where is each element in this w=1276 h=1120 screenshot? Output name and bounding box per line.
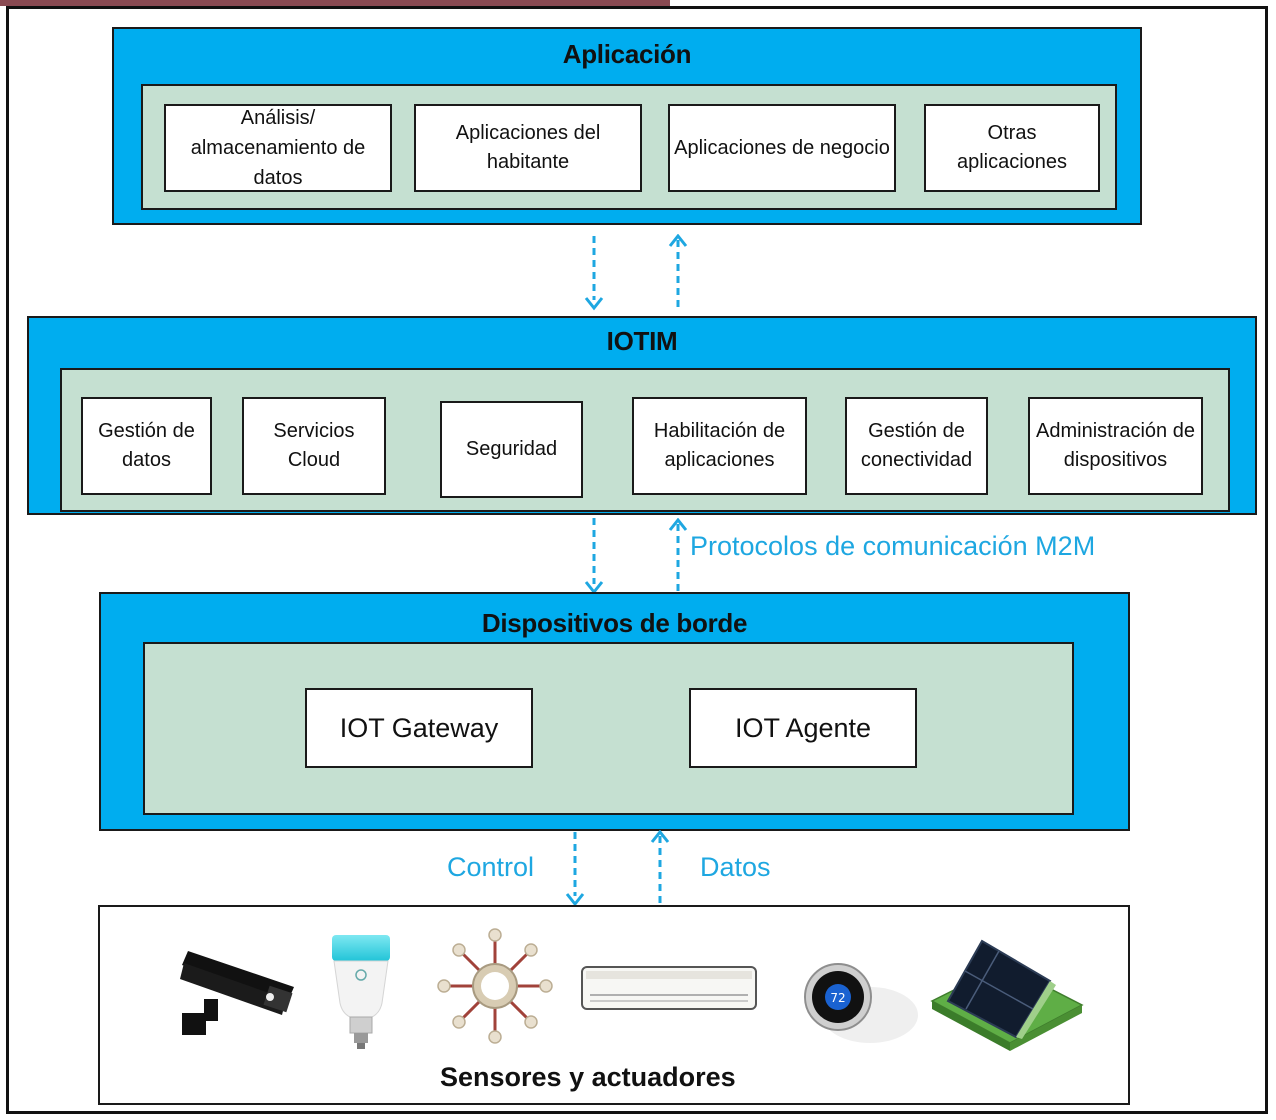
up-arrow-edge-iotim	[668, 518, 688, 592]
module-analysis-storage: Análisis/ almacenamiento de datos	[164, 104, 392, 192]
iotim-inner-panel: Gestión de datos Servicios Cloud Segurid…	[60, 368, 1230, 512]
edge-devices-layer: Dispositivos de borde IOT Gateway IOT Ag…	[99, 592, 1130, 831]
module-iot-agent: IOT Agente	[689, 688, 917, 768]
control-label: Control	[447, 852, 535, 882]
sensors-actuators-title: Sensores y actuadores	[440, 1062, 736, 1092]
sun-sensor-icon	[437, 928, 553, 1044]
module-resident-apps: Aplicaciones del habitante	[414, 104, 642, 192]
module-connectivity-management: Gestión de conectividad	[845, 397, 988, 495]
module-data-management: Gestión de datos	[81, 397, 212, 495]
application-title: Aplicación	[562, 39, 692, 69]
solar-panel-icon	[930, 939, 1084, 1051]
edge-inner-panel: IOT Gateway IOT Agente	[143, 642, 1074, 815]
m2m-protocols-label: Protocolos de comunicación M2M	[690, 531, 1096, 561]
thermostat-icon: 72	[804, 963, 918, 1043]
module-security: Seguridad	[440, 401, 583, 498]
module-device-administration: Administración de dispositivos	[1028, 397, 1203, 495]
data-label: Datos	[700, 852, 771, 882]
module-app-enablement: Habilitación de aplicaciones	[632, 397, 807, 495]
module-other-apps: Otras aplicaciones	[924, 104, 1100, 192]
module-business-apps: Aplicaciones de negocio	[668, 104, 896, 192]
module-iot-gateway: IOT Gateway	[305, 688, 533, 768]
application-inner-panel: Análisis/ almacenamiento de datos Aplica…	[141, 84, 1117, 210]
down-arrow-app-iotim	[584, 236, 604, 311]
sensors-actuators-panel: 72 Sensores y actuadores	[98, 905, 1130, 1105]
thermostat-reading: 72	[830, 991, 845, 1005]
camera-icon	[180, 951, 294, 1035]
smart-bulb-icon	[332, 935, 390, 1049]
top-accent-bar	[0, 0, 670, 6]
control-down-arrow	[565, 832, 585, 907]
air-conditioner-icon	[581, 966, 757, 1010]
module-cloud-services: Servicios Cloud	[242, 397, 386, 495]
up-arrow-iotim-app	[668, 234, 688, 308]
data-up-arrow	[650, 830, 670, 906]
edge-devices-title: Dispositivos de borde	[481, 608, 748, 638]
down-arrow-iotim-edge	[584, 518, 604, 595]
diagram-frame	[6, 6, 1268, 1114]
iotim-layer: IOTIM Gestión de datos Servicios Cloud S…	[27, 316, 1257, 515]
application-layer: Aplicación Análisis/ almacenamiento de d…	[112, 27, 1142, 225]
iotim-title: IOTIM	[606, 326, 678, 356]
